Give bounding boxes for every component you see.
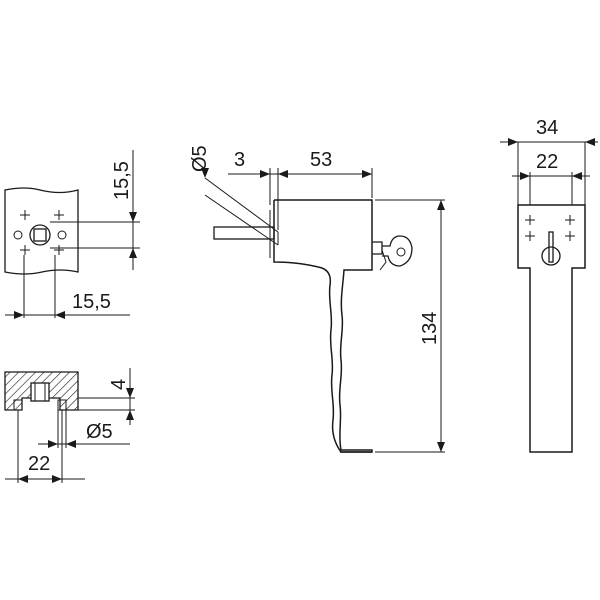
rose-horizontal-label: 15,5 — [72, 291, 111, 313]
rose-section-view — [4, 371, 135, 483]
rose-width-label: 22 — [28, 453, 50, 475]
handle-projection-dimension: 53 — [278, 149, 372, 178]
rose-vertical-label: 15,5 — [111, 161, 133, 200]
overall-width-dimension: 34 — [500, 117, 598, 146]
pin-diameter-label: Ø5 — [86, 421, 113, 443]
rose-vertical-dimension: 15,5 — [111, 150, 137, 270]
rose-horizontal-dimension: 15,5 — [5, 291, 130, 319]
rose-thickness-dimension: 4 — [108, 368, 134, 425]
spindle-diameter-label: Ø5 — [189, 145, 211, 172]
rose-width-dimension: 22 — [5, 453, 85, 483]
handle-side-view — [204, 168, 445, 453]
body-width-dimension: 22 — [512, 151, 590, 180]
handle-height-label: 134 — [419, 312, 441, 345]
spindle-diameter-dimension: Ø5 — [189, 145, 211, 178]
rose-thickness-label: 4 — [108, 379, 130, 390]
handle-front-view — [517, 142, 586, 453]
body-width-label: 22 — [536, 151, 558, 173]
pin-diameter-dimension: Ø5 — [38, 421, 130, 448]
rose-front-view — [4, 187, 140, 318]
handle-height-dimension: 134 — [419, 200, 445, 452]
handle-projection-label: 53 — [310, 149, 332, 171]
overall-width-label: 34 — [536, 117, 558, 139]
spindle-offset-label: 3 — [234, 149, 245, 171]
